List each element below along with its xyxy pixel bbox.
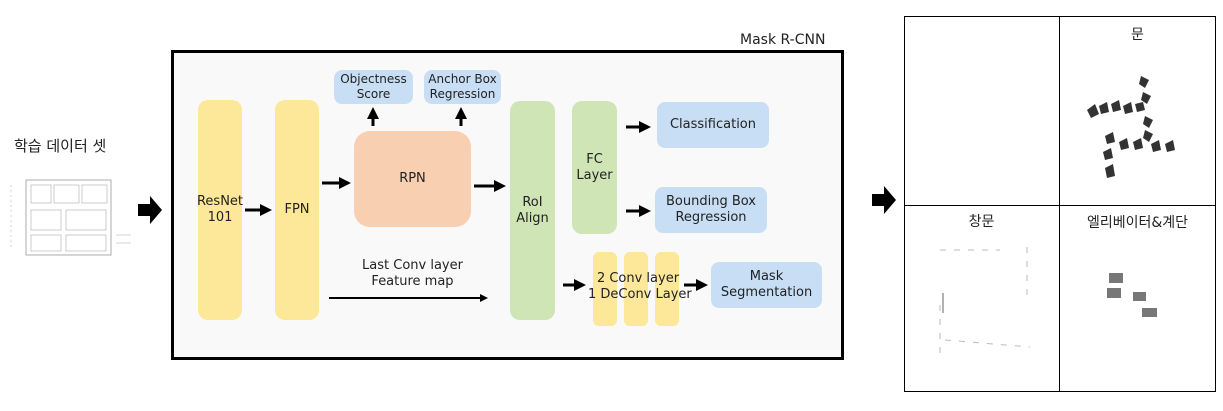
door-detections (1087, 76, 1175, 178)
bounding-box-regression-box: Bounding Box Regression (655, 187, 767, 233)
window-detections (939, 247, 1031, 353)
conv-layer-bar (624, 252, 648, 326)
floorplan-thumbnail (10, 179, 131, 256)
result-door-label: 문 (1131, 27, 1144, 43)
rpn-block: RPN (354, 131, 471, 227)
input-arrow (138, 196, 162, 224)
output-arrow (872, 186, 896, 214)
grid-divider-vertical (1059, 16, 1060, 392)
roi-align-block: RoI Align (510, 101, 555, 320)
result-window-label: 창문 (968, 214, 995, 230)
result-elevator-stairs-label: 엘리베이터&계단 (1086, 215, 1189, 231)
mask-rcnn-title: Mask R-CNN (740, 32, 826, 48)
classification-box: Classification (657, 102, 769, 148)
mask-segmentation-box: Mask Segmentation (711, 262, 822, 308)
elevator-stairs-detections (1107, 273, 1157, 317)
results-grid (904, 16, 1216, 392)
objectness-score-box: Objectness Score (334, 70, 413, 104)
dataset-title: 학습 데이터 셋 (14, 137, 107, 155)
deconv-layer-bar (655, 252, 679, 326)
anchor-box-regression-box: Anchor Box Regression (424, 70, 501, 104)
fc-layer-block: FC Layer (572, 101, 617, 234)
last-conv-layer-label: Last Conv layer Feature map (362, 258, 463, 289)
grid-divider-horizontal (904, 205, 1216, 206)
resnet-block: ResNet 101 (197, 100, 243, 320)
conv-layer-bar (593, 252, 617, 326)
conv-layers-label: 2 Conv layer 1 DeConv Layer (588, 271, 692, 302)
fpn-block: FPN (275, 100, 319, 320)
